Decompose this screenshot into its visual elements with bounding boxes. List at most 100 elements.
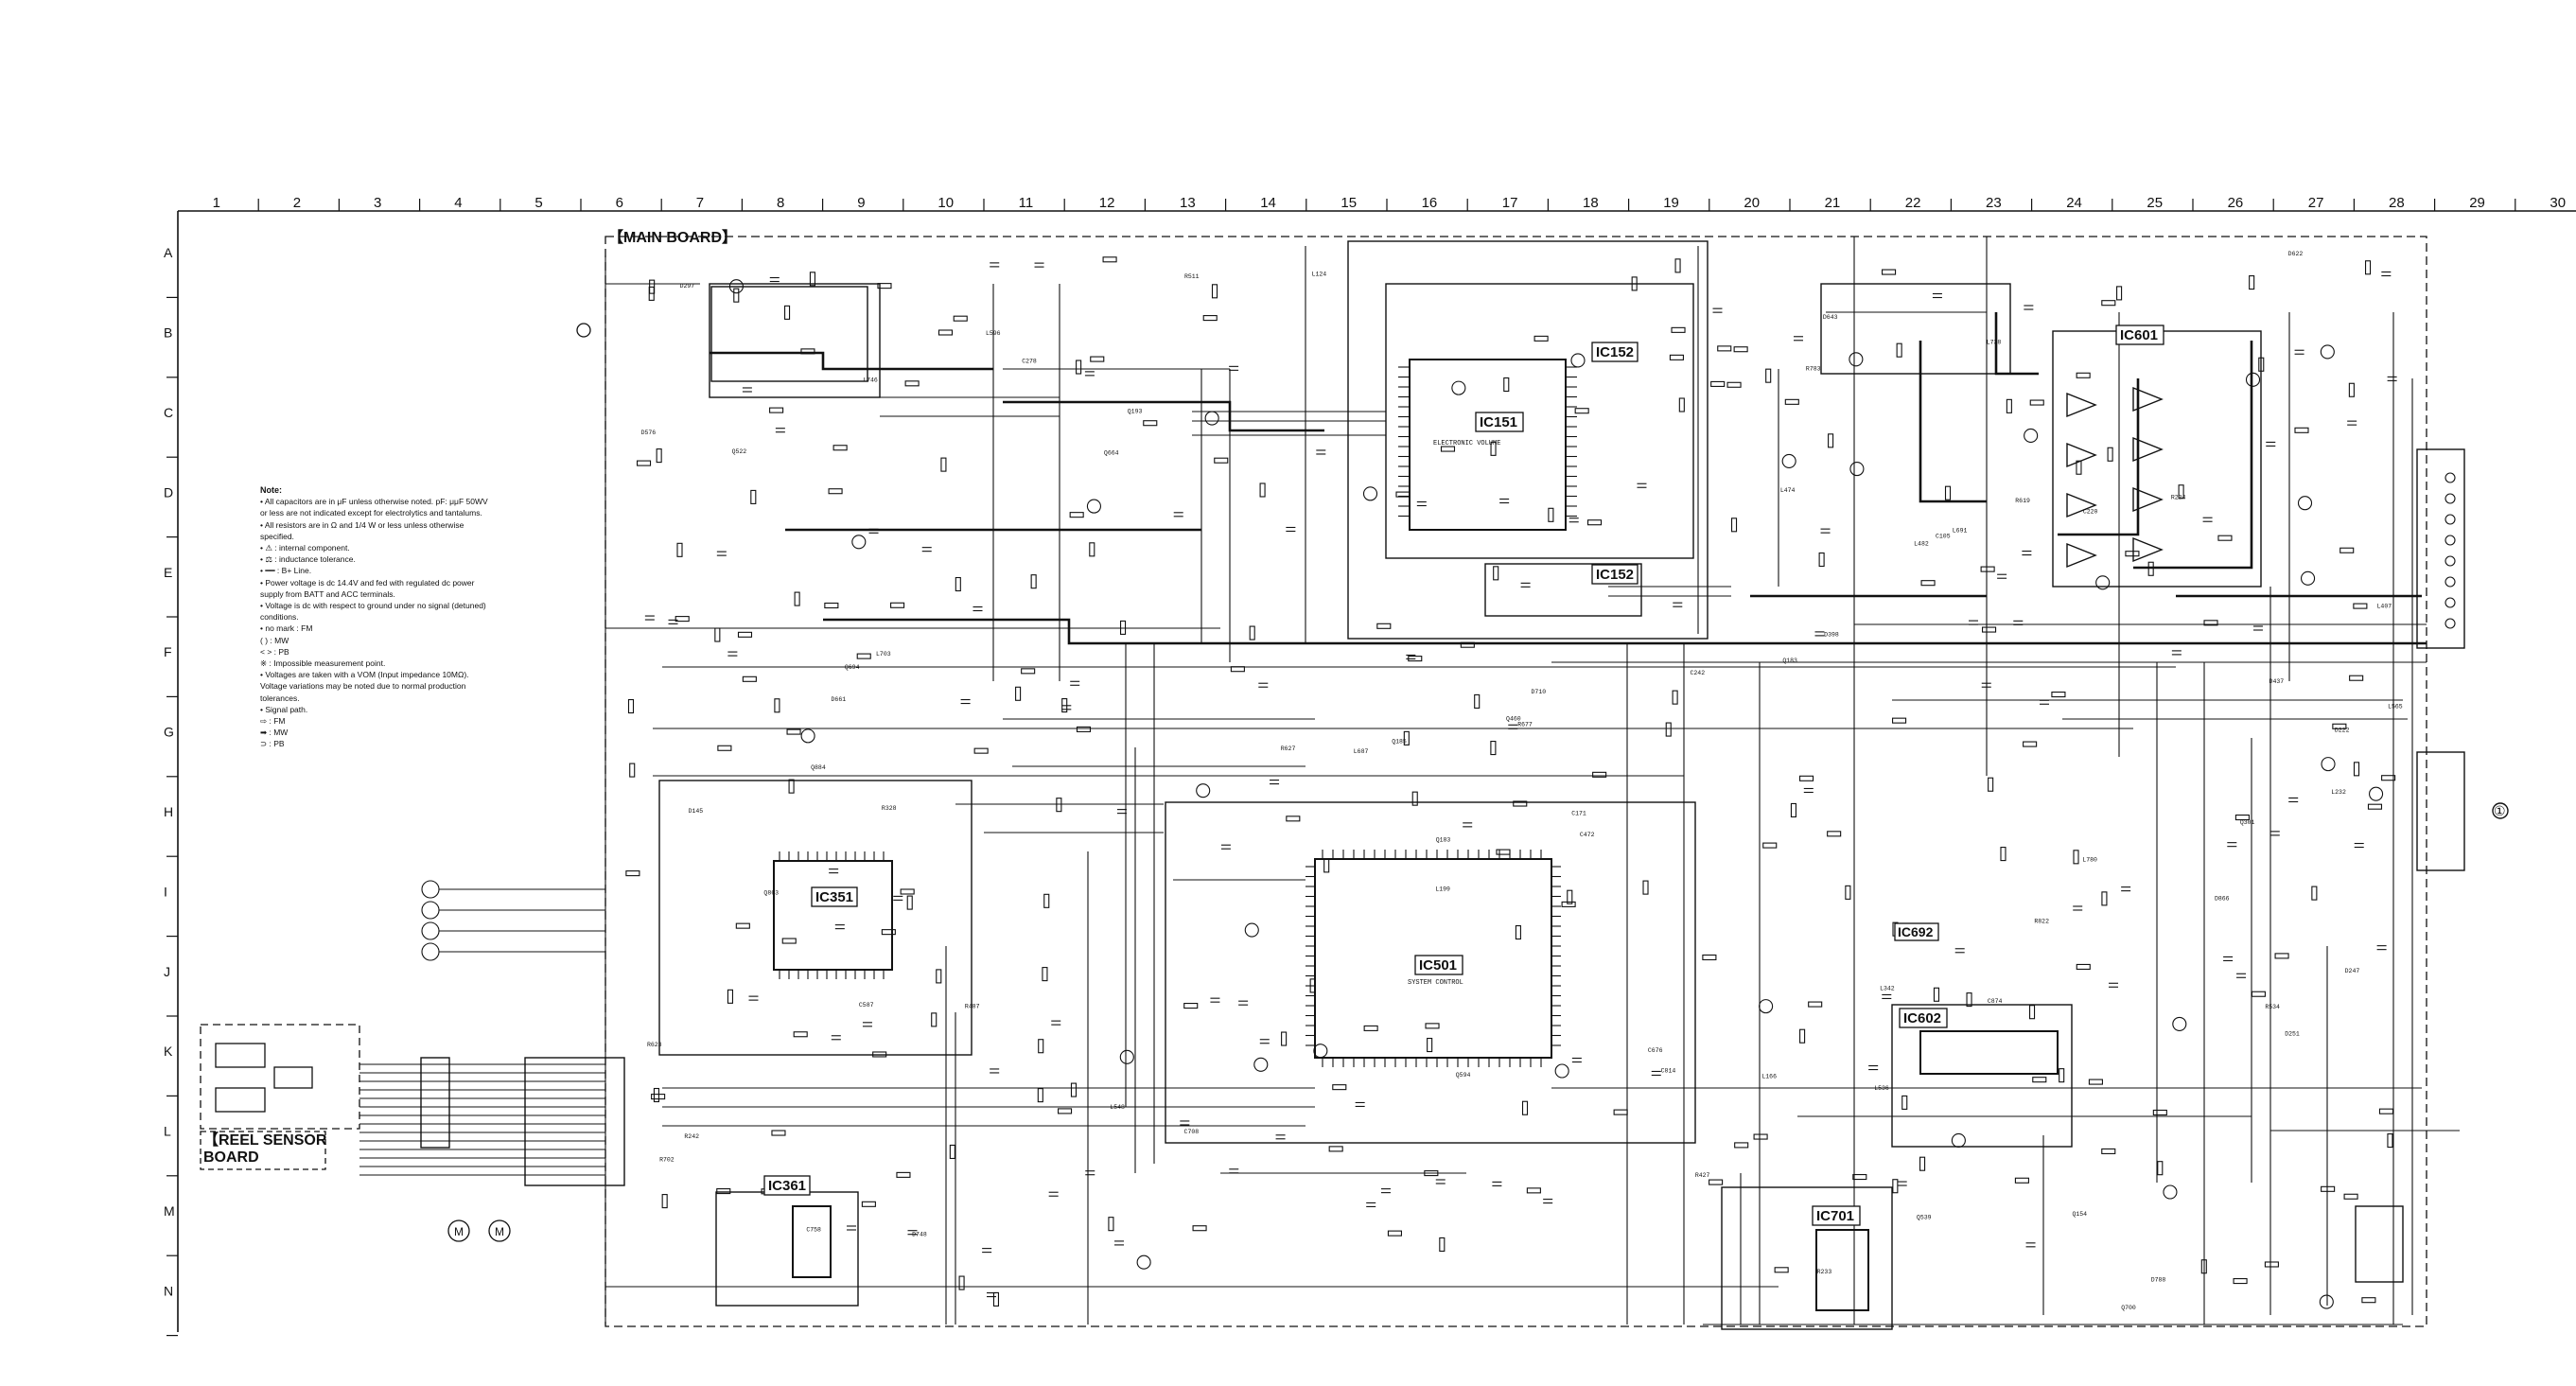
speaker-terminal	[2445, 597, 2456, 608]
resistor	[714, 627, 721, 642]
main-board-outline	[605, 236, 2427, 1327]
transistor	[800, 728, 815, 744]
ref-designator: Q884	[811, 764, 826, 771]
resistor	[958, 1275, 965, 1290]
resistor	[653, 1087, 659, 1103]
ref-designator: C220	[2083, 509, 2098, 516]
resistor	[1717, 345, 1732, 352]
column-label: 13	[1180, 195, 1196, 211]
resistor	[2101, 891, 2108, 906]
column-label: 1	[213, 195, 220, 211]
resistor	[856, 653, 871, 659]
ref-designator: Q694	[845, 664, 860, 671]
resistor	[1896, 342, 1902, 358]
ref-designator: D710	[1532, 689, 1547, 695]
row-label: M	[164, 1203, 175, 1219]
ref-designator: Q522	[732, 448, 747, 455]
transistor	[1119, 1049, 1134, 1064]
ref-designator: C874	[1988, 998, 2003, 1005]
transistor	[2095, 575, 2111, 590]
column-label: 30	[2550, 195, 2566, 211]
resistor	[1202, 315, 1218, 322]
ref-designator: L199	[1435, 886, 1450, 893]
resistor	[1490, 741, 1497, 756]
column-label: 24	[2066, 195, 2082, 211]
resistor	[1323, 858, 1330, 873]
note-line: • All resistors are in Ω and 1/4 W or le…	[260, 519, 464, 530]
resistor	[2006, 398, 2012, 413]
ref-designator: Q185	[1392, 739, 1407, 746]
head-terminal	[421, 880, 440, 899]
circuit-block	[1385, 283, 1694, 559]
column-label: 10	[938, 195, 954, 211]
resistor	[1214, 457, 1229, 464]
ic-label: IC501	[1419, 957, 1457, 974]
resistor	[1944, 485, 1952, 500]
ref-designator: L124	[1312, 271, 1327, 277]
column-label: 5	[534, 195, 542, 211]
row-label: J	[164, 964, 170, 979]
ic-label: IC692	[1898, 924, 1934, 939]
column-label: 6	[616, 195, 623, 211]
head-terminal	[421, 921, 440, 940]
reel-sensor-label-2: BOARD	[203, 1149, 259, 1166]
amp-triangle	[2132, 436, 2164, 463]
resistor	[1030, 574, 1037, 589]
column-label: 28	[2389, 195, 2405, 211]
resistor	[1533, 335, 1549, 342]
head-terminal	[421, 942, 440, 961]
resistor	[784, 305, 791, 320]
resistor	[1674, 258, 1681, 273]
resistor	[1920, 580, 1936, 587]
resistor	[1808, 1001, 1823, 1008]
resistor	[2321, 1185, 2336, 1192]
resistor	[938, 329, 954, 336]
ic-label: IC351	[815, 889, 853, 905]
transistor	[2319, 1294, 2334, 1309]
resistor	[2381, 775, 2396, 781]
circuit-block	[715, 1191, 859, 1307]
ic-sub-label: SYSTEM CONTROL	[1408, 979, 1463, 987]
resistor	[2378, 1108, 2394, 1114]
resistor	[1043, 893, 1050, 908]
resistor	[774, 698, 780, 713]
resistor	[1988, 777, 1994, 792]
ref-designator: D643	[1823, 314, 1838, 321]
resistor	[1363, 1025, 1378, 1031]
resistor	[1882, 269, 1897, 275]
ref-designator: D788	[2151, 1277, 2166, 1284]
ref-designator: L703	[876, 651, 891, 658]
note-line: specified.	[260, 531, 294, 541]
row-label: E	[164, 565, 172, 580]
resistor	[648, 286, 655, 301]
reel-sensor-label: 【REEL SENSOR	[203, 1132, 327, 1149]
resistor	[788, 779, 795, 794]
resistor	[1966, 992, 1972, 1008]
resistor	[809, 272, 815, 287]
bplus-line	[2133, 341, 2253, 570]
resistor	[1828, 433, 1834, 448]
resistor	[1281, 1031, 1288, 1046]
resistor	[1548, 507, 1554, 522]
circuit-block	[1347, 240, 1709, 640]
resistor	[1702, 954, 1717, 961]
resistor	[2178, 484, 2184, 500]
resistor	[940, 457, 947, 472]
transistor	[2301, 570, 2316, 586]
resistor	[2339, 547, 2355, 553]
resistor	[2157, 1161, 2164, 1176]
amp-triangle	[2066, 442, 2097, 468]
note-line: ※ : Impossible measurement point.	[260, 658, 386, 669]
resistor	[2088, 1079, 2103, 1085]
ref-designator: C242	[1691, 670, 1706, 676]
column-label: 2	[293, 195, 301, 211]
bplus-line	[1003, 400, 1324, 432]
resistor	[727, 989, 733, 1004]
resistor	[2059, 1068, 2065, 1083]
ref-designator: D222	[2335, 728, 2350, 734]
resistor	[1076, 726, 1092, 732]
note-line: < > : PB	[260, 646, 289, 657]
resistor	[931, 1012, 938, 1027]
transistor	[1451, 380, 1466, 395]
resistor	[1069, 512, 1084, 518]
